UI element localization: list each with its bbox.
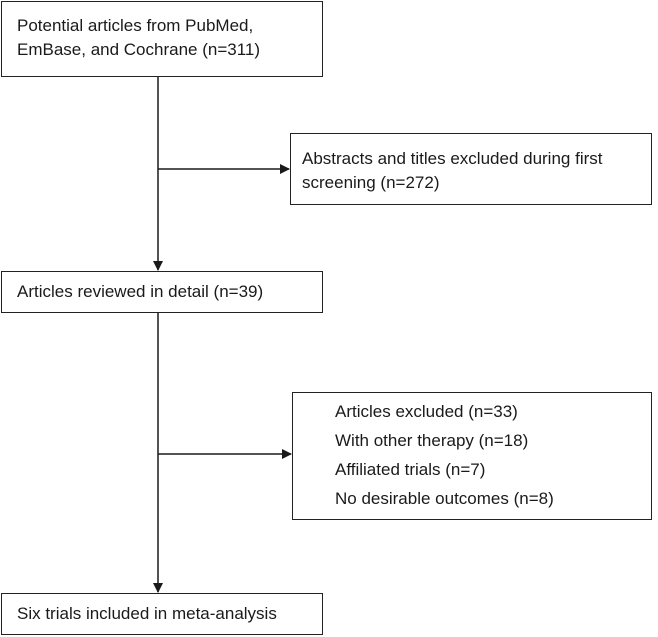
screening-excluded-line-1: Abstracts and titles excluded during fir… (302, 149, 603, 168)
source-line-2: EmBase, and Cochrane (n=311) (17, 40, 261, 59)
included-trials-box: Six trials included in meta-analysis (1, 593, 323, 635)
source-articles-box: Potential articles from PubMed, EmBase, … (1, 1, 323, 77)
detail-excluded-line-1: Articles excluded (n=33) (335, 402, 518, 421)
detail-excluded-line-3: Affiliated trials (n=7) (335, 460, 486, 479)
detail-excluded-line-2: With other therapy (n=18) (335, 431, 529, 450)
source-line-1: Potential articles from PubMed, (17, 16, 254, 35)
included-line-1: Six trials included in meta-analysis (17, 604, 277, 623)
detailed-review-line-1: Articles reviewed in detail (n=39) (17, 282, 264, 301)
screening-excluded-line-2: screening (n=272) (302, 173, 440, 192)
screening-excluded-box: Abstracts and titles excluded during fir… (290, 133, 652, 205)
detailed-review-box: Articles reviewed in detail (n=39) (1, 271, 323, 313)
detail-excluded-line-4: No desirable outcomes (n=8) (335, 489, 554, 508)
detail-excluded-box: Articles excluded (n=33) With other ther… (292, 392, 652, 520)
